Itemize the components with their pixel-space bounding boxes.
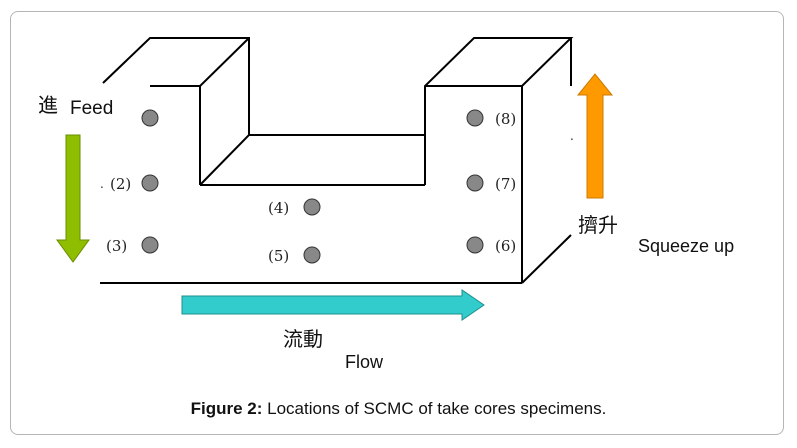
- svg-text:.: .: [100, 177, 104, 191]
- sample-point-1: [141, 109, 159, 127]
- point-label-2: (2): [110, 175, 131, 193]
- down-arrow-icon: [56, 134, 90, 263]
- figure-frame: [10, 11, 784, 435]
- flow-cjk-label: 流動: [283, 327, 323, 351]
- squeeze-label: Squeeze up: [638, 236, 734, 256]
- figure-caption: Figure 2: Locations of SCMC of take core…: [0, 399, 797, 419]
- point-label-6: (6): [495, 237, 516, 255]
- sample-point-5: [303, 246, 321, 264]
- point-label-7: (7): [495, 175, 516, 193]
- feed-cjk-label: 進: [38, 93, 58, 117]
- squeeze-cjk-label: 擠升: [578, 213, 618, 237]
- u-shape-outline: [100, 37, 574, 284]
- sample-point-6: [466, 236, 484, 254]
- sample-point-7: [466, 174, 484, 192]
- svg-text:.: .: [570, 129, 574, 143]
- point-label-4: (4): [268, 199, 289, 217]
- caption-text: Locations of SCMC of take cores specimen…: [262, 399, 607, 418]
- sample-point-8: [466, 109, 484, 127]
- flow-label: Flow: [345, 352, 384, 372]
- sample-point-2: [141, 174, 159, 192]
- point-label-8: (8): [495, 110, 516, 128]
- point-label-3: (3): [106, 237, 127, 255]
- sample-points: [141, 109, 484, 264]
- caption-label: Figure 2:: [190, 399, 263, 418]
- up-arrow-icon: [576, 73, 614, 199]
- point-label-5: (5): [268, 247, 289, 265]
- sample-point-3: [141, 236, 159, 254]
- feed-label: Feed: [70, 98, 113, 119]
- sample-point-4: [303, 198, 321, 216]
- right-arrow-icon: [181, 289, 485, 321]
